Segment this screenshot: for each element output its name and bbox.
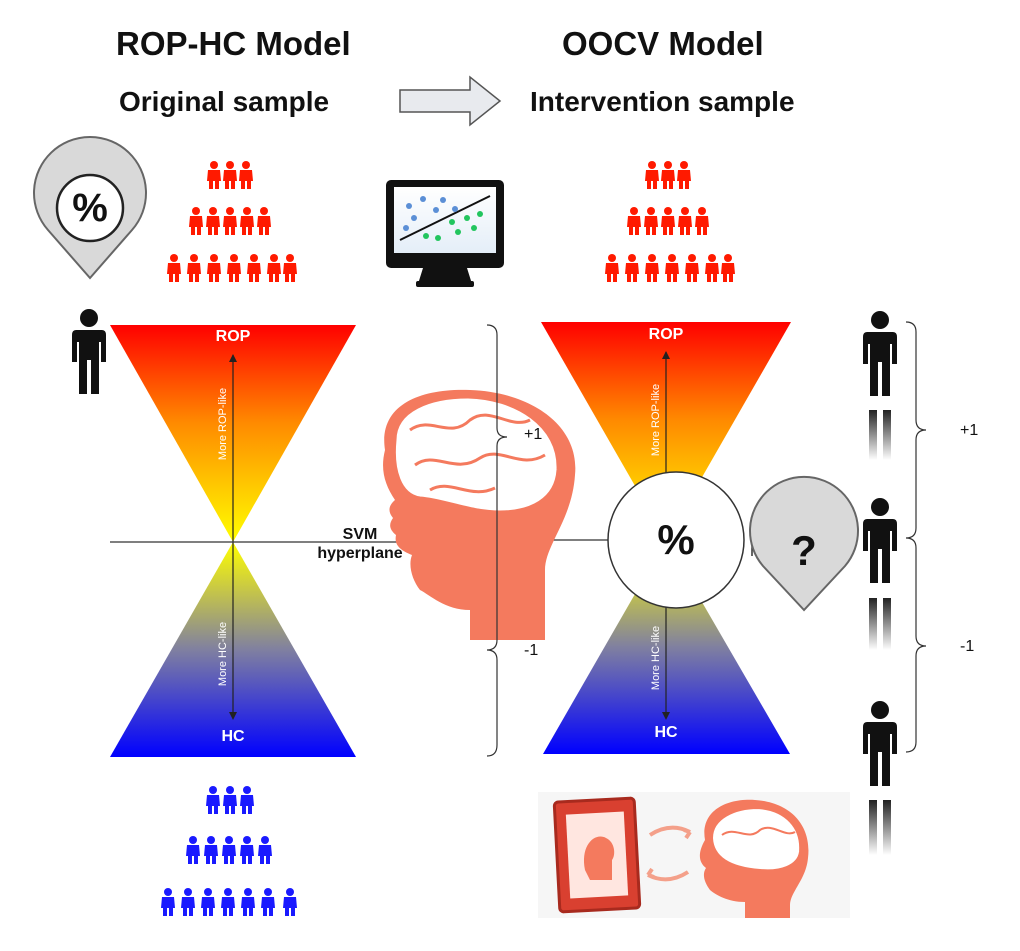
subject-icons-right (863, 311, 897, 786)
right-hc-label: HC (654, 724, 678, 741)
right-down-axis-label: More HC-like (650, 625, 662, 691)
right-scale-minus: -1 (960, 638, 975, 655)
ghost-legs (869, 410, 891, 855)
rop-population-left (167, 161, 297, 282)
transfer-arrow (399, 75, 502, 127)
hc-population (161, 786, 297, 916)
center-scale-minus: -1 (524, 642, 539, 659)
tablet-head-icon (538, 792, 850, 918)
question-pin-symbol: ? (791, 527, 817, 574)
left-hc-label: HC (221, 728, 245, 745)
center-bracket (486, 324, 508, 757)
right-scale-plus: +1 (960, 422, 979, 439)
right-rop-label: ROP (648, 326, 684, 343)
left-down-axis-label: More HC-like (217, 621, 229, 687)
right-model-title: OOCV Model (562, 25, 764, 62)
right-model-subtitle: Intervention sample (530, 86, 795, 117)
right-bracket (905, 321, 927, 753)
percent-circle-symbol: % (657, 516, 695, 563)
monitor-icon (386, 180, 504, 287)
brain-head-icon (383, 389, 576, 640)
left-rop-label: ROP (215, 328, 251, 345)
percent-pin-symbol: % (72, 186, 108, 230)
center-scale-plus: +1 (524, 426, 543, 443)
percent-circle (607, 471, 745, 609)
left-model-title: ROP-HC Model (116, 25, 351, 62)
left-up-axis-label: More ROP-like (217, 387, 229, 461)
left-model-subtitle: Original sample (119, 86, 330, 117)
svm-hyperplane-label: SVM hyperplane (317, 526, 403, 562)
percent-pin-icon (33, 135, 147, 280)
right-up-axis-label: More ROP-like (650, 383, 662, 457)
subject-icon-left (72, 309, 106, 394)
rop-population-right (605, 161, 735, 282)
question-pin-icon (749, 475, 859, 612)
